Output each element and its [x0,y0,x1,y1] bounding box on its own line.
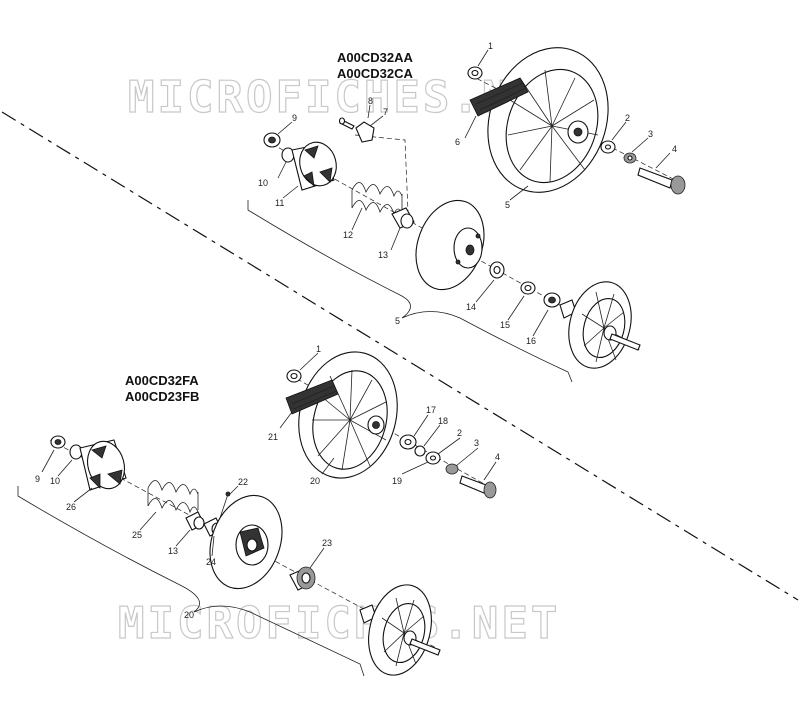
callout-9-top: 9 [292,113,297,123]
belt-part-21 [285,379,339,415]
belt-part-6 [469,77,529,117]
washer-part-9 [263,132,281,148]
callout-6-top: 6 [455,137,460,147]
assembly-axis-top-link [354,134,409,213]
washer-part-15 [520,281,536,295]
model-code-bottom-2: A00CD23FB [125,389,199,404]
nut-part-3-bottom [445,463,459,475]
model-code-bottom-1: A00CD32FA [125,373,199,388]
callout-2-bottom: 2 [457,428,462,438]
washer-part-18 [414,445,426,457]
screw-part-8 [338,117,355,130]
fixed-sheave-part-20 [298,351,398,479]
washer-part-1-bottom [286,369,302,383]
leader-lines-bottom [41,352,497,569]
callout-20-fixed-sheave: 20 [310,476,320,486]
bearing-part-14 [489,261,505,279]
callout-4-top: 4 [672,144,677,154]
callout-13-bottom: 13 [168,546,178,556]
washer-part-2 [600,140,616,154]
callout-3-bottom: 3 [474,438,479,448]
bearing-part-23 [289,566,316,591]
bracket-bottom [17,486,365,677]
callout-22-bottom: 22 [238,477,248,487]
part-10-bottom [69,444,83,460]
spider-part-11 [291,141,337,191]
assembly-group-bottom: A00CD32FA A00CD23FB [17,344,500,677]
bolt-part-4-bottom [459,475,497,499]
callout-17-bottom: 17 [426,405,436,415]
callout-18-bottom: 18 [438,416,448,426]
callout-5-fixed-sheave: 5 [505,200,510,210]
callout-16-top: 16 [526,336,536,346]
callout-7-top: 7 [383,107,388,117]
callout-2-top: 2 [625,113,630,123]
callout-4-bottom: 4 [495,452,500,462]
fixed-sheave-part-5 [487,47,609,193]
diagonal-centerline [1,111,799,601]
nut-part-3 [623,152,637,164]
bushing-part-13 [391,207,415,229]
washer-part-19 [425,451,441,465]
bracket-top [247,200,573,383]
washer-part-17 [399,434,417,450]
spring-part-12 [351,182,403,216]
washer-part-9-bottom [50,435,66,449]
callout-19-bottom: 19 [392,476,402,486]
callout-25-bottom: 25 [132,530,142,540]
bolt-part-4 [637,167,686,195]
fitting-part-7 [355,121,375,143]
callout-15-top: 15 [500,320,510,330]
model-code-top-1: A00CD32AA [337,50,413,65]
bushing-part-13-bottom [185,511,205,531]
callout-3-top: 3 [648,129,653,139]
callout-14-top: 14 [466,302,476,312]
washer-part-1 [467,66,483,80]
callout-23-bottom: 23 [322,538,332,548]
callout-1-bottom: 1 [316,344,321,354]
callout-11-top: 11 [275,198,284,208]
callout-10-top: 10 [258,178,268,188]
callout-21-bottom: 21 [268,432,278,442]
driven-pulley-top [559,281,641,369]
callout-9-bottom: 9 [35,474,40,484]
callout-1-top: 1 [488,41,493,51]
movable-sheave-part-20 [209,494,283,590]
callout-5-assembly: 5 [395,316,400,326]
callout-26-bottom: 26 [66,502,76,512]
spider-part-26 [79,439,127,491]
driven-pulley-bottom [359,584,441,676]
movable-sheave-part-5 [415,199,485,291]
spring-part-25 [147,480,199,514]
callout-8-top: 8 [368,96,373,106]
assembly-axis-bottom-fixed [289,374,496,491]
callout-24-bottom: 24 [206,557,216,567]
watermark-bottom: MICROFICHES.NET [118,598,560,649]
washer-part-16 [543,292,561,308]
callout-12-top: 12 [343,230,353,240]
callout-20-assembly: 20 [184,610,194,620]
callout-13-top: 13 [378,250,388,260]
callout-10-bottom: 10 [50,476,60,486]
leader-lines-top [277,49,671,337]
assembly-group-top: A00CD32AA A00CD32CA [247,41,686,383]
model-code-top-2: A00CD32CA [337,66,413,81]
